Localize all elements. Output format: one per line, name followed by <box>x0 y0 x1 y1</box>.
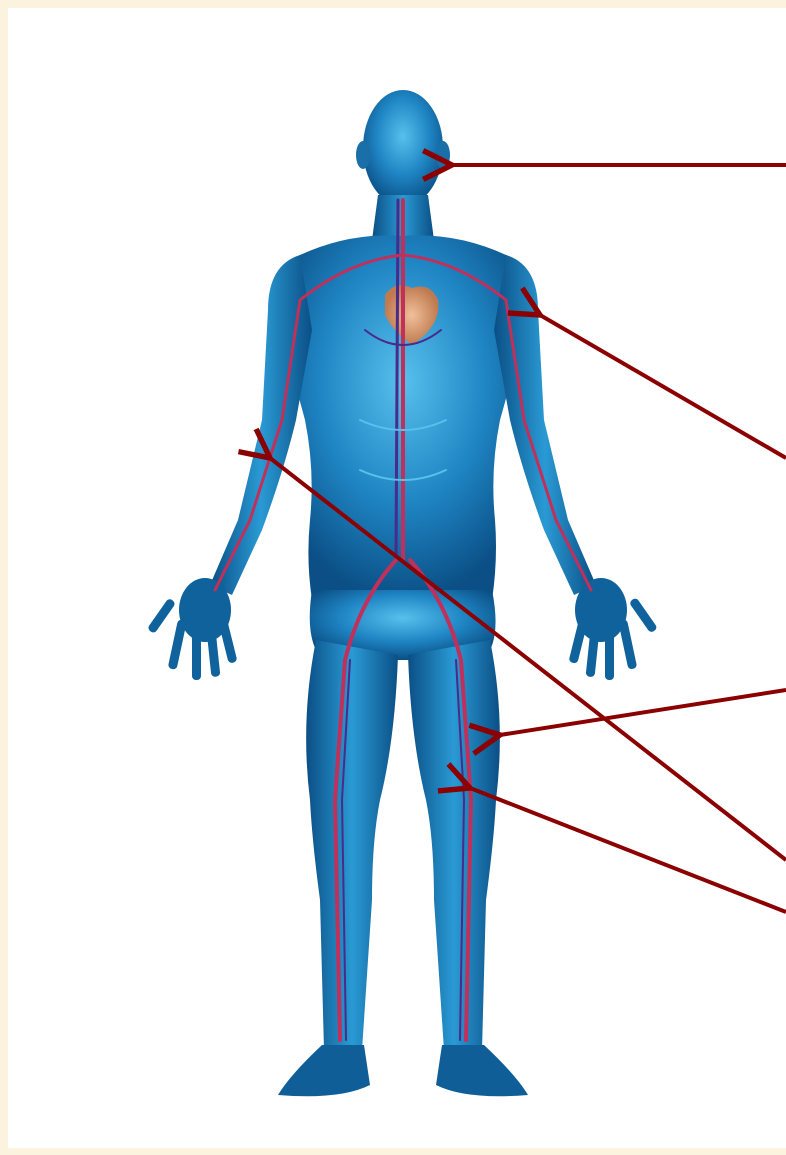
right-ear <box>436 141 450 169</box>
left-hand <box>147 578 238 680</box>
arrow-knee-vessels <box>470 788 786 912</box>
human-body <box>147 90 658 1096</box>
head <box>363 90 443 206</box>
right-foot <box>436 1045 528 1096</box>
left-foot <box>278 1045 370 1096</box>
left-ear <box>356 141 370 169</box>
arrow-upper-arm-vessels <box>540 315 786 458</box>
right-arm <box>494 255 596 595</box>
right-hand <box>568 578 657 680</box>
left-leg <box>306 640 398 1050</box>
left-arm <box>210 255 312 595</box>
right-leg <box>408 640 500 1050</box>
arrow-thigh-vessels <box>500 690 786 735</box>
